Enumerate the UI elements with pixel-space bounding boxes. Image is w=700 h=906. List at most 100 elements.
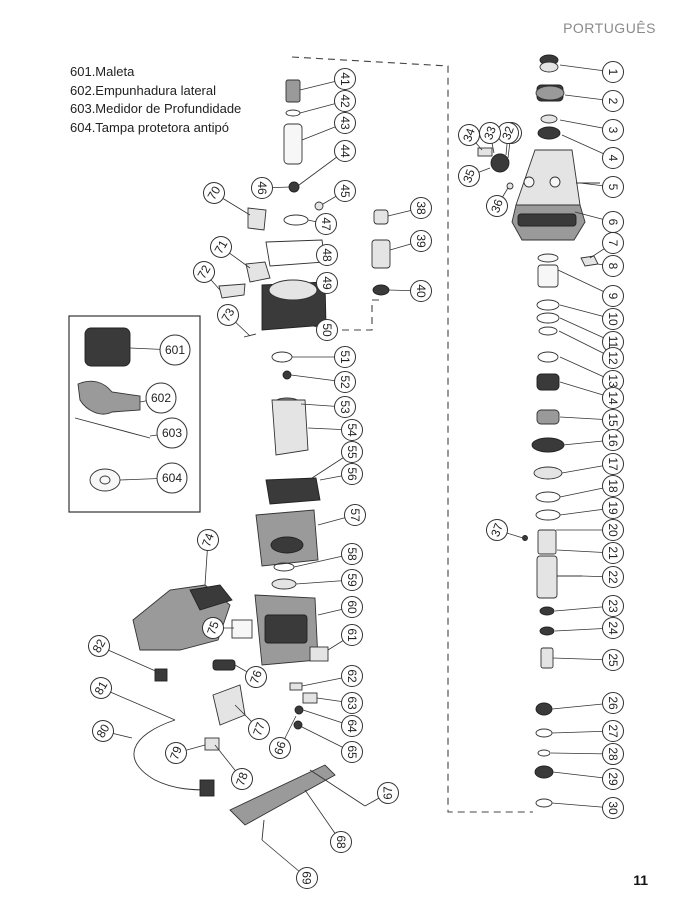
callout-68: 68 <box>330 831 352 853</box>
center-column-parts <box>254 79 391 730</box>
callout-50: 50 <box>316 319 338 341</box>
callout-53: 53 <box>334 396 356 418</box>
callout-14: 14 <box>602 387 624 409</box>
callout-38: 38 <box>410 197 432 219</box>
callout-number-22: 22 <box>606 570 620 584</box>
language-label: PORTUGUÊS <box>563 20 656 36</box>
callout-62: 62 <box>341 665 363 687</box>
callout-22: 22 <box>602 566 624 588</box>
callout-number-77: 77 <box>250 720 268 738</box>
callout-34: 34 <box>458 124 480 146</box>
callout-number-21: 21 <box>606 546 620 560</box>
left-side-parts <box>132 207 366 841</box>
callout-number-64: 64 <box>345 719 359 733</box>
legend-item-602: 602.Empunhadura lateral <box>70 82 216 98</box>
callout-number-59: 59 <box>345 573 359 587</box>
callout-15: 15 <box>602 409 624 431</box>
callout-number-12: 12 <box>606 351 620 365</box>
callout-76: 76 <box>245 666 267 688</box>
callout-number-17: 17 <box>606 457 620 471</box>
callout-39: 39 <box>410 230 432 252</box>
callout-number-52: 52 <box>338 375 352 389</box>
callout-number-40: 40 <box>414 284 428 298</box>
callout-18: 18 <box>602 475 624 497</box>
callout-number-29: 29 <box>606 772 620 786</box>
callout-number-3: 3 <box>606 127 620 134</box>
callout-56: 56 <box>341 463 363 485</box>
callout-number-70: 70 <box>205 183 224 202</box>
assembly-dashed-line-2 <box>330 299 380 331</box>
callout-number-20: 20 <box>606 523 620 537</box>
callout-number-26: 26 <box>606 696 620 710</box>
callout-604: 604 <box>156 462 188 494</box>
callout-27: 27 <box>602 720 624 742</box>
callout-49: 49 <box>316 272 338 294</box>
callout-36: 36 <box>486 195 508 217</box>
callout-64: 64 <box>341 715 363 737</box>
callout-5: 5 <box>602 176 624 198</box>
callout-number-6: 6 <box>606 219 620 226</box>
callout-number-604: 604 <box>162 471 182 485</box>
callout-10: 10 <box>602 308 624 330</box>
callout-40: 40 <box>410 280 432 302</box>
callout-73: 73 <box>217 304 239 326</box>
callout-number-16: 16 <box>606 433 620 447</box>
callout-601: 601 <box>159 334 191 366</box>
callout-37: 37 <box>486 519 508 541</box>
page-number: 11 <box>633 872 648 888</box>
callout-2: 2 <box>602 90 624 112</box>
callout-number-61: 61 <box>345 628 359 642</box>
callout-number-81: 81 <box>92 678 111 697</box>
callout-42: 42 <box>334 90 356 112</box>
callout-number-602: 602 <box>151 391 171 405</box>
callout-82: 82 <box>88 635 110 657</box>
callout-number-4: 4 <box>606 155 620 162</box>
callout-44: 44 <box>334 140 356 162</box>
callout-71: 71 <box>210 236 232 258</box>
callout-48: 48 <box>316 244 338 266</box>
callout-72: 72 <box>193 261 215 283</box>
callout-number-65: 65 <box>345 745 359 759</box>
callout-number-30: 30 <box>606 801 620 815</box>
callout-number-57: 57 <box>348 508 362 522</box>
callout-number-50: 50 <box>320 323 334 337</box>
callout-51: 51 <box>334 346 356 368</box>
callout-number-42: 42 <box>338 94 352 108</box>
callout-number-9: 9 <box>606 293 620 300</box>
callout-number-7: 7 <box>606 240 620 247</box>
callout-32: 32 <box>497 122 519 144</box>
callout-number-19: 19 <box>606 501 620 515</box>
callout-47: 47 <box>315 213 337 235</box>
callout-number-601: 601 <box>165 343 185 357</box>
callout-28: 28 <box>602 743 624 765</box>
callout-number-2: 2 <box>606 98 620 105</box>
callout-number-34: 34 <box>460 126 478 144</box>
callout-number-62: 62 <box>345 669 359 683</box>
callout-number-5: 5 <box>606 184 620 191</box>
accessory-items <box>74 327 151 492</box>
callout-number-60: 60 <box>345 600 359 614</box>
callout-3: 3 <box>602 119 624 141</box>
callout-number-49: 49 <box>320 276 334 290</box>
callout-number-66: 66 <box>271 739 289 757</box>
callout-number-45: 45 <box>338 184 352 198</box>
callout-number-35: 35 <box>460 167 478 185</box>
callout-60: 60 <box>341 596 363 618</box>
callout-number-76: 76 <box>247 668 265 686</box>
callout-54: 54 <box>341 419 363 441</box>
callout-number-13: 13 <box>606 374 620 388</box>
callout-number-48: 48 <box>320 248 334 262</box>
callout-number-67: 67 <box>381 786 395 800</box>
callout-number-69: 69 <box>300 871 314 885</box>
callout-61: 61 <box>341 624 363 646</box>
callout-29: 29 <box>602 768 624 790</box>
callout-number-24: 24 <box>606 621 620 635</box>
callout-number-37: 37 <box>488 521 506 539</box>
callout-69: 69 <box>296 867 318 889</box>
callout-23: 23 <box>602 595 624 617</box>
callout-number-18: 18 <box>606 479 620 493</box>
callout-number-54: 54 <box>345 423 359 437</box>
callout-65: 65 <box>341 741 363 763</box>
callout-26: 26 <box>602 692 624 714</box>
